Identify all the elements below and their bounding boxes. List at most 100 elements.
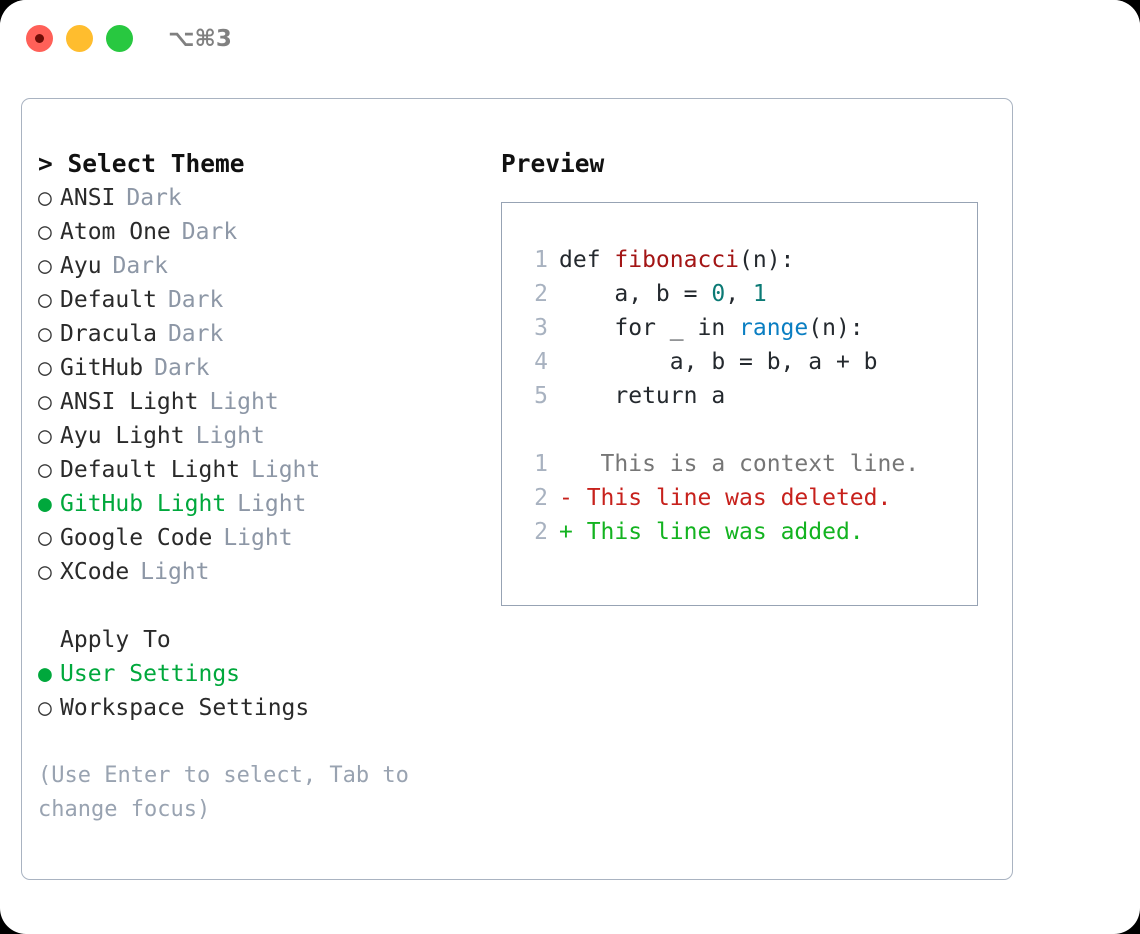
theme-option-ansi[interactable]: ○ ANSI Dark (38, 181, 488, 215)
apply-to-user-settings[interactable]: ● User Settings (38, 657, 488, 691)
theme-option-label: ANSI (60, 185, 116, 211)
theme-option-google-code[interactable]: ○ Google Code Light (38, 521, 488, 555)
theme-option-kind: Light (223, 525, 293, 551)
line-number: 1 (534, 247, 548, 273)
radio-off-icon: ○ (38, 355, 52, 381)
line-number: 2 (534, 485, 548, 511)
code-line: 2 a, b = 0, 1 (520, 277, 977, 311)
apply-to-label: User Settings (60, 661, 241, 687)
select-theme-heading: > Select Theme (38, 149, 245, 178)
theme-option-atom-one[interactable]: ○ Atom One Dark (38, 215, 488, 249)
theme-option-kind: Light (209, 389, 279, 415)
theme-option-label: Dracula (60, 321, 157, 347)
diff-marker: + (559, 519, 573, 545)
theme-option-label: Atom One (60, 219, 171, 245)
theme-option-kind: Dark (112, 253, 168, 279)
code-token: return a (559, 383, 726, 409)
theme-option-default-light[interactable]: ○ Default Light Light (38, 453, 488, 487)
theme-option-kind: Dark (126, 185, 182, 211)
theme-option-github-light[interactable]: ● GitHub Light Light (38, 487, 488, 521)
diff-sample: 1 This is a context line. 2 - This line … (520, 447, 977, 549)
radio-off-icon: ○ (38, 423, 52, 449)
line-number: 3 (534, 315, 548, 341)
theme-option-kind: Dark (167, 287, 224, 313)
diff-marker (559, 447, 573, 481)
hint-spacer (38, 725, 488, 759)
code-token: , (725, 281, 753, 307)
diff-line-deleted: 2 - This line was deleted. (520, 481, 977, 515)
radio-off-icon: ○ (38, 525, 52, 551)
theme-option-label: Default (60, 287, 157, 313)
title-bar: ⌥⌘3 (0, 0, 1140, 78)
zoom-button[interactable] (106, 25, 133, 52)
theme-option-label: Ayu (60, 253, 102, 279)
theme-option-github[interactable]: ○ GitHub Dark (38, 351, 488, 385)
code-line: 4 a, b = b, a + b (520, 345, 977, 379)
theme-list: ○ ANSI Dark ○ Atom One Dark ○ Ayu Dark ○… (38, 181, 488, 589)
theme-option-label: Google Code (60, 525, 213, 551)
code-token-function: fibonacci (614, 247, 740, 273)
theme-option-label: XCode (60, 559, 130, 585)
diff-text: This is a context line. (572, 451, 920, 477)
theme-option-xcode[interactable]: ○ XCode Light (38, 555, 488, 589)
apply-to-label: Workspace Settings (60, 695, 310, 721)
theme-option-kind: Light (195, 423, 265, 449)
preview-heading: Preview (501, 149, 605, 178)
apply-to-list: ● User Settings ○ Workspace Settings (38, 657, 488, 725)
radio-off-icon: ○ (38, 457, 52, 483)
keyboard-shortcut-label: ⌥⌘3 (168, 26, 232, 52)
theme-option-kind: Light (251, 457, 321, 483)
theme-option-dracula[interactable]: ○ Dracula Dark (38, 317, 488, 351)
code-line: 1 def fibonacci(n): (520, 243, 977, 277)
radio-off-icon: ○ (38, 695, 52, 721)
theme-selector-column: > Select Theme ○ ANSI Dark ○ Atom One Da… (38, 147, 488, 827)
minimize-button[interactable] (66, 25, 93, 52)
code-token: (n): (808, 315, 864, 341)
theme-option-ayu[interactable]: ○ Ayu Dark (38, 249, 488, 283)
theme-option-ansi-light[interactable]: ○ ANSI Light Light (38, 385, 488, 419)
code-token-number: 1 (752, 281, 767, 307)
theme-option-label: ANSI Light (60, 389, 199, 415)
theme-option-kind: Light (237, 491, 307, 517)
code-token: for _ in (559, 315, 740, 341)
radio-off-icon: ○ (38, 219, 52, 245)
diff-text: This line was deleted. (572, 485, 892, 511)
line-number: 2 (534, 519, 548, 545)
theme-option-label: Ayu Light (60, 423, 185, 449)
code-line: 3 for _ in range(n): (520, 311, 977, 345)
code-token-builtin: range (739, 315, 809, 341)
code-token: def (559, 247, 615, 273)
radio-on-icon: ● (38, 491, 52, 517)
apply-to-workspace-settings[interactable]: ○ Workspace Settings (38, 691, 488, 725)
theme-option-default[interactable]: ○ Default Dark (38, 283, 488, 317)
code-sample: 1 def fibonacci(n): 2 a, b = 0, 1 3 for … (520, 243, 977, 413)
radio-off-icon: ○ (38, 389, 52, 415)
preview-box: 1 def fibonacci(n): 2 a, b = 0, 1 3 for … (501, 202, 978, 606)
radio-off-icon: ○ (38, 287, 52, 313)
preview-column: Preview 1 def fibonacci(n): 2 a, b = 0, … (501, 147, 1001, 606)
theme-option-label: Default Light (60, 457, 241, 483)
theme-option-kind: Dark (167, 321, 224, 347)
theme-option-ayu-light[interactable]: ○ Ayu Light Light (38, 419, 488, 453)
radio-off-icon: ○ (38, 559, 52, 585)
line-number: 2 (534, 281, 548, 307)
radio-off-icon: ○ (38, 185, 52, 211)
apply-to-heading: Apply To (60, 627, 171, 653)
traffic-lights (26, 25, 133, 52)
theme-option-kind: Dark (154, 355, 210, 381)
close-button[interactable] (26, 25, 53, 52)
diff-marker: - (559, 485, 573, 511)
code-line: 5 return a (520, 379, 977, 413)
radio-on-icon: ● (38, 661, 52, 687)
list-spacer (38, 589, 488, 623)
line-number: 4 (534, 349, 548, 375)
recording-indicator-icon (35, 34, 44, 43)
theme-option-kind: Light (140, 559, 210, 585)
radio-off-icon: ○ (38, 321, 52, 347)
theme-option-kind: Dark (181, 219, 238, 245)
theme-option-label: GitHub (60, 355, 144, 381)
keyboard-hint-text: (Use Enter to select, Tab to change focu… (38, 763, 423, 822)
code-token: (n): (739, 247, 795, 273)
line-number: 1 (534, 451, 548, 477)
